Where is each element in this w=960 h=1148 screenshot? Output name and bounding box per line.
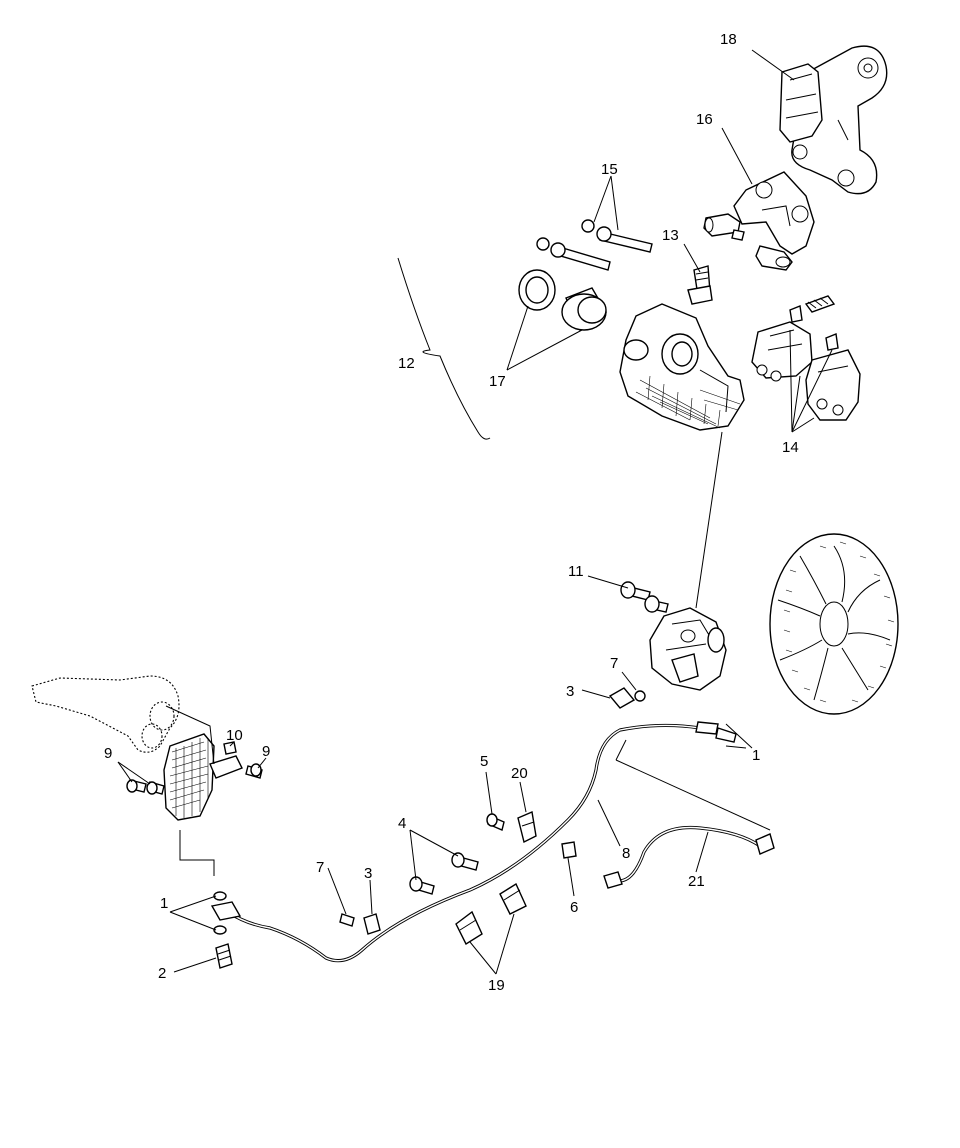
part-19-grommets — [455, 882, 527, 946]
callout-1-lower: 1 — [160, 895, 168, 912]
callout-5: 5 — [480, 753, 488, 770]
callout-18: 18 — [720, 31, 737, 48]
callout-1-upper: 1 — [752, 747, 760, 764]
part-18-caliper-mount-bracket — [779, 45, 888, 195]
callout-13: 13 — [662, 227, 679, 244]
part-2-banjo-bolt — [215, 943, 233, 969]
part-9-bolts — [126, 763, 263, 795]
part-4-bolts — [409, 852, 479, 895]
callout-6: 6 — [570, 899, 578, 916]
part-1-lower-washers — [213, 891, 227, 935]
part-14-brake-pads-and-clips — [751, 295, 861, 421]
callout-9-right: 9 — [262, 743, 270, 760]
callout-11: 11 — [568, 563, 584, 580]
callout-12: 12 — [398, 355, 415, 372]
leader-lines — [117, 49, 833, 975]
part-7-lower-bolt — [339, 913, 355, 927]
callout-20: 20 — [511, 765, 528, 782]
callout-19: 19 — [488, 977, 505, 994]
callout-10: 10 — [226, 727, 243, 744]
part-16-caliper-carrier — [703, 171, 815, 271]
callout-21: 21 — [688, 873, 705, 890]
part-12-group-bracket — [397, 257, 491, 440]
master-cylinder — [163, 705, 243, 876]
part-11-caliper-bolts — [620, 581, 669, 613]
callout-17: 17 — [489, 373, 506, 390]
callout-8: 8 — [622, 845, 630, 862]
part-6-nut — [561, 841, 577, 859]
callout-3-lower: 3 — [364, 865, 372, 882]
brake-disc — [769, 533, 899, 715]
callout-3-upper: 3 — [566, 683, 574, 700]
part-13-bleeder-valve — [687, 265, 713, 305]
callout-labels: 18 16 15 13 12 17 14 11 7 3 1 10 9 9 5 2… — [104, 31, 799, 994]
part-17-piston-and-seal — [518, 269, 607, 332]
callout-16: 16 — [696, 111, 713, 128]
callout-7-lower: 7 — [316, 859, 324, 876]
part-15-slide-pins — [536, 219, 653, 271]
caliper-body-exploded — [619, 303, 745, 431]
callout-2: 2 — [158, 965, 166, 982]
callout-14: 14 — [782, 439, 799, 456]
part-3-7-upper-clip-and-bolt — [608, 687, 646, 709]
part-20-hose-clip — [517, 811, 537, 844]
part-10-nut — [223, 741, 237, 755]
caliper-assembled — [649, 607, 727, 691]
part-21-brake-switch-wire — [603, 825, 775, 889]
brake-pedal-ghosted — [31, 675, 180, 753]
part-5-bolt — [486, 813, 505, 831]
part-8-brake-hose — [210, 721, 737, 963]
callout-9-left: 9 — [104, 745, 112, 762]
callout-15: 15 — [601, 161, 618, 178]
callout-7-upper: 7 — [610, 655, 618, 672]
callout-4: 4 — [398, 815, 406, 832]
part-3-lower-clip — [363, 913, 381, 935]
